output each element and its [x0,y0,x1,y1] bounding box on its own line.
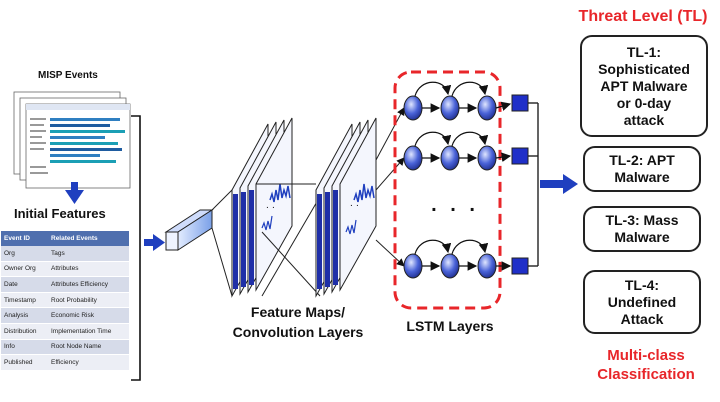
conv-connections [211,183,321,297]
conv-to-lstm-lines [375,107,405,267]
lstm-ellipsis: . . . [431,194,479,216]
table-header-cell: Event ID [1,231,48,246]
lstm-recurrent-arrows [414,81,512,271]
table-cell: Distribution [1,323,48,340]
table-header-cell: Related Events [48,231,129,246]
table-cell: Root Node Name [48,339,129,356]
classification-label: Multi-class Classification [597,347,695,383]
feature-maps-label: Feature Maps/ Convolution Layers [232,304,364,340]
input-arrow [144,234,165,251]
threat-level-tl1: TL-1: Sophisticated APT Malware or 0-day… [580,35,708,137]
lstm-label: LSTM Layers [406,318,494,334]
input-cube [164,209,214,251]
threat-level-tl2: TL-2: APT Malware [583,146,701,192]
svg-text:.: . [350,198,353,209]
lstm-region [393,70,502,310]
table-cell: Published [1,354,48,371]
conv-stack-1: . . [231,117,293,298]
table-cell: Timestamp [1,292,48,309]
table-cell: Owner Org [1,261,48,278]
table-cell: Economic Risk [48,307,129,324]
initial-features-title: Initial Features [14,206,106,221]
table-cell: Attributes Efficiency [48,276,129,293]
threat-level-tl1-text: TL-1: Sophisticated APT Malware or 0-day… [598,43,690,128]
threat-level-tl3-text: TL-3: Mass Malware [605,212,679,245]
conv-stack-2: . . [315,117,377,298]
misp-events-label: MISP Events [38,70,98,81]
svg-text:.: . [356,198,359,209]
table-cell: Org [1,246,48,262]
threat-level-tl4-text: TL-4: Undefined Attack [607,276,677,327]
svg-text:.: . [266,200,269,211]
table-cell: Date [1,276,48,293]
table-cell: Analysis [1,307,48,324]
threat-level-title: Threat Level (TL) [578,8,708,25]
svg-text:.: . [272,200,275,211]
threat-level-tl4: TL-4: Undefined Attack [583,270,701,334]
misp-events-stack [13,91,131,189]
output-arrow [540,174,578,194]
table-cell: Efficiency [48,354,129,371]
table-cell: Attributes [48,261,129,278]
table-cell: Implementation Time [48,323,129,340]
table-cell: Root Probability [48,292,129,309]
table-cell: Tags [48,246,129,262]
lstm-output-lines [528,102,539,267]
table-cell: Info [1,339,48,356]
threat-level-tl2-text: TL-2: APT Malware [609,152,675,185]
threat-level-tl3: TL-3: Mass Malware [583,206,701,252]
table-bracket [131,115,141,381]
lstm-cells [403,94,529,279]
down-arrow [65,182,84,204]
